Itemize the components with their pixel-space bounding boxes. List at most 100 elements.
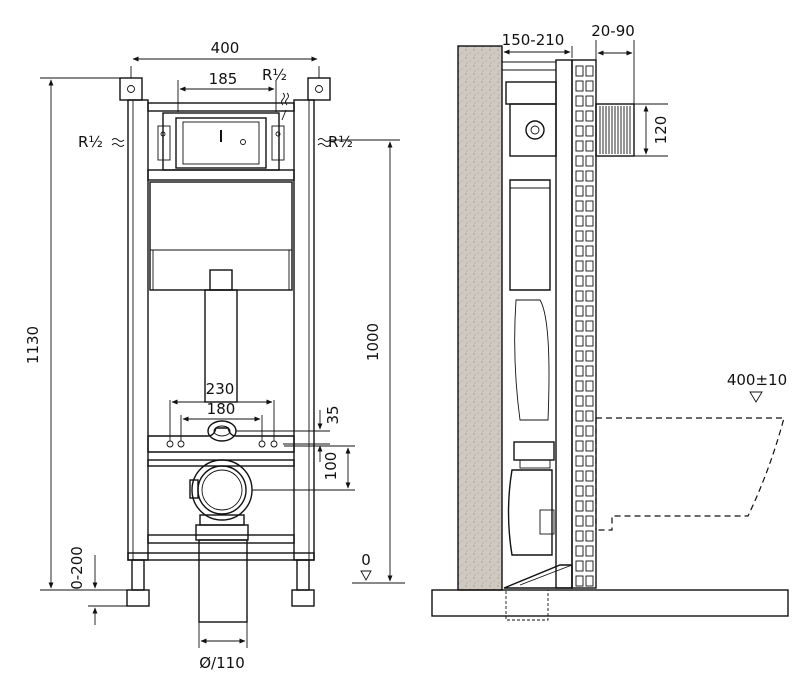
panel-slot	[585, 380, 594, 392]
dim-label-20-90: 20-90	[591, 22, 635, 40]
side-view	[431, 45, 789, 621]
panel-slot	[575, 530, 584, 542]
panel-slot	[575, 440, 584, 452]
panel-slot	[575, 290, 584, 302]
panel-slot	[575, 560, 584, 572]
cistern-tank	[149, 181, 293, 291]
panel-slot	[575, 455, 584, 467]
panel-slot	[585, 245, 594, 257]
panel-slot	[585, 230, 594, 242]
panel-slot	[585, 455, 594, 467]
front-view	[119, 77, 331, 623]
panel-slots	[575, 65, 594, 587]
front-view-dimensions: 400 185 R½ R½ R½ 1130 0-200 1000 0	[24, 39, 405, 672]
panel-slot	[585, 320, 594, 332]
panel-slot	[585, 290, 594, 302]
panel-slot	[585, 260, 594, 272]
dim-label-left-inlet: R½	[78, 133, 103, 151]
panel-slot	[585, 155, 594, 167]
panel-slot	[585, 560, 594, 572]
bolt-hole	[258, 440, 266, 448]
panel-slot	[575, 545, 584, 557]
panel-slot	[585, 305, 594, 317]
right-top-bracket	[307, 77, 331, 101]
panel-slot	[575, 380, 584, 392]
panel-slot	[585, 200, 594, 212]
right-bracket-hole	[315, 85, 323, 93]
dim-label-400: 400	[211, 39, 240, 57]
panel-slot	[575, 575, 584, 587]
panel-slot	[575, 65, 584, 77]
frame-rail	[555, 59, 573, 589]
panel-slot	[575, 110, 584, 122]
panel-slot	[585, 485, 594, 497]
panel-slot	[575, 320, 584, 332]
floor-slab	[431, 589, 789, 617]
dim-label-0-200: 0-200	[68, 546, 86, 590]
left-top-bracket	[119, 77, 143, 101]
panel-slot	[575, 275, 584, 287]
panel-slot	[585, 215, 594, 227]
panel-slot	[585, 530, 594, 542]
dim-label-1130: 1130	[24, 326, 42, 364]
dim-label-pipe-diameter: Ø/110	[199, 654, 245, 672]
panel-slot	[575, 350, 584, 362]
panel-slot	[585, 185, 594, 197]
panel-slot	[575, 485, 584, 497]
panel-slot	[575, 125, 584, 137]
panel-slot	[585, 95, 594, 107]
panel-slot	[585, 80, 594, 92]
dim-label-seat-height: 400±10	[727, 371, 787, 389]
panel-slot	[575, 170, 584, 182]
wall-section	[457, 45, 503, 591]
dim-label-120: 120	[652, 116, 670, 145]
dim-label-1000: 1000	[364, 323, 382, 361]
dim-label-180: 180	[207, 400, 236, 418]
panel-slot	[575, 215, 584, 227]
panel-slot	[575, 200, 584, 212]
front-cover-panel	[571, 59, 597, 589]
inlet-stub	[595, 103, 635, 157]
bolt-hole	[166, 440, 174, 448]
dim-label-185: 185	[209, 70, 238, 88]
panel-slot	[585, 275, 594, 287]
dim-label-100: 100	[322, 452, 340, 481]
drain-pipe	[198, 539, 248, 623]
bolt-hole	[270, 440, 278, 448]
outlet-bend	[507, 469, 553, 556]
panel-slot	[575, 245, 584, 257]
panel-slot	[585, 350, 594, 362]
panel-slot	[575, 95, 584, 107]
left-foot	[131, 559, 145, 591]
panel-slot	[585, 425, 594, 437]
panel-slot	[585, 515, 594, 527]
right-frame-post	[293, 99, 315, 561]
dim-label-150-210: 150-210	[502, 31, 565, 49]
panel-slot	[585, 110, 594, 122]
drain-outlet	[191, 459, 253, 521]
panel-slot	[575, 395, 584, 407]
panel-slot	[585, 470, 594, 482]
top-inlet-flow-icon	[281, 92, 289, 106]
cistern-side	[509, 103, 557, 157]
panel-slot	[585, 440, 594, 452]
panel-slot	[575, 230, 584, 242]
dim-label-35: 35	[324, 405, 342, 424]
panel-slot	[585, 575, 594, 587]
panel-slot	[585, 365, 594, 377]
panel-slot	[585, 410, 594, 422]
panel-slot	[575, 500, 584, 512]
flush-pipe-side	[514, 299, 550, 421]
right-inlet-flow-icon	[317, 138, 331, 147]
side-view-dimensions: 150-210 20-90 120 400±10	[501, 22, 787, 403]
seat-level-marker-icon	[749, 391, 763, 403]
panel-slot	[585, 335, 594, 347]
panel-slot	[575, 335, 584, 347]
panel-slot	[585, 500, 594, 512]
left-frame-post	[127, 99, 149, 561]
panel-slot	[585, 395, 594, 407]
panel-slot	[575, 470, 584, 482]
left-inlet-flow-icon	[111, 138, 125, 147]
panel-slot	[585, 140, 594, 152]
wall-hung-toilet-outline	[596, 417, 785, 531]
